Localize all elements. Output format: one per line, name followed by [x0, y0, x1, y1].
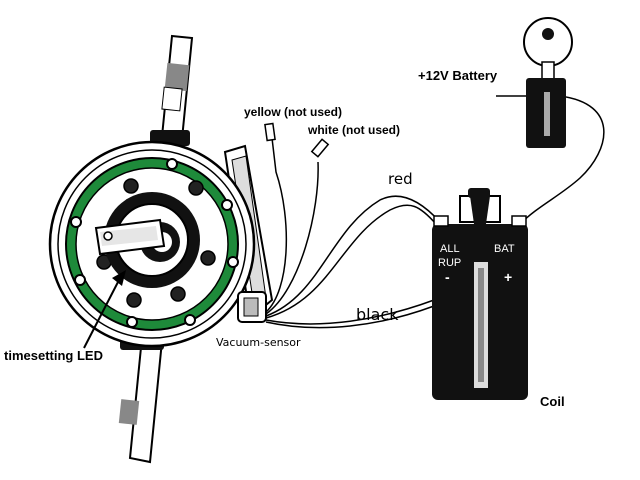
yellow-wire-pin [264, 122, 276, 142]
ignition-coil: ALL RUP BAT - + [432, 188, 528, 400]
coil-marking-bat: BAT [494, 243, 515, 255]
ignition-key-icon [523, 17, 573, 81]
vacuum-sensor-label: Vacuum-sensor [216, 336, 301, 349]
led-leader-arrow [83, 270, 126, 349]
coil-label: Coil [540, 394, 565, 409]
red-wire-label: red [388, 170, 413, 188]
white-wire-label: white (not used) [307, 123, 400, 137]
coil-marking-rup: RUP [438, 257, 461, 269]
battery-label: +12V Battery [418, 68, 498, 83]
vacuum-sensor-connector [237, 291, 267, 323]
yellow-wire-label: yellow (not used) [244, 105, 342, 119]
coil-marking-minus: - [445, 269, 450, 285]
distributor-housing [48, 130, 274, 350]
timesetting-led-label: timesetting LED [4, 348, 103, 363]
timesetting-led [103, 231, 113, 241]
battery-switch [526, 78, 566, 148]
wires [265, 95, 605, 329]
white-wire-pin [310, 138, 330, 158]
coil-marking-all: ALL [440, 243, 460, 255]
black-wire-label: black [356, 305, 399, 324]
coil-marking-plus: + [504, 269, 512, 285]
